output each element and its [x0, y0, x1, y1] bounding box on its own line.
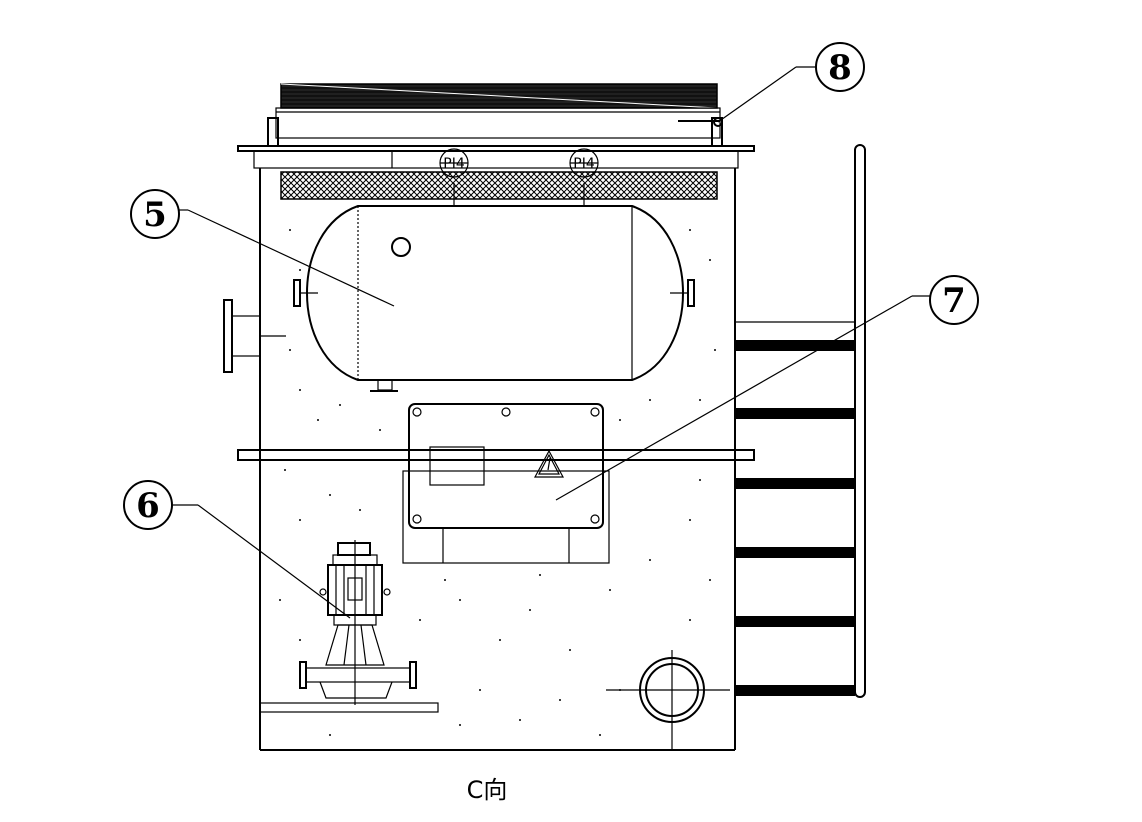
top-cover-assembly: [237, 83, 755, 169]
view-label: C向: [467, 776, 508, 804]
svg-text:PI4: PI4: [443, 156, 465, 172]
callout-8: 8: [717, 42, 865, 123]
callout-7: 7: [555, 275, 979, 501]
inlet-flange: [223, 299, 286, 373]
pressure-indicator-2: PI4: [569, 148, 599, 178]
mesh-filter: [280, 171, 718, 200]
svg-text:PI4: PI4: [573, 156, 595, 172]
svg-text:7: 7: [942, 281, 966, 321]
main-housing: [237, 168, 755, 751]
pressure-indicator-1: PI4: [439, 148, 469, 178]
outlet-pipe: [606, 650, 730, 750]
control-box: [402, 403, 610, 564]
callout-6: 6: [123, 480, 351, 619]
pressure-vessel: [293, 183, 695, 392]
svg-text:6: 6: [136, 486, 160, 526]
vertical-pump: [299, 540, 417, 705]
svg-text:5: 5: [143, 195, 167, 235]
svg-text:8: 8: [828, 48, 852, 88]
access-ladder: [735, 144, 866, 698]
callout-5: 5: [130, 189, 395, 307]
